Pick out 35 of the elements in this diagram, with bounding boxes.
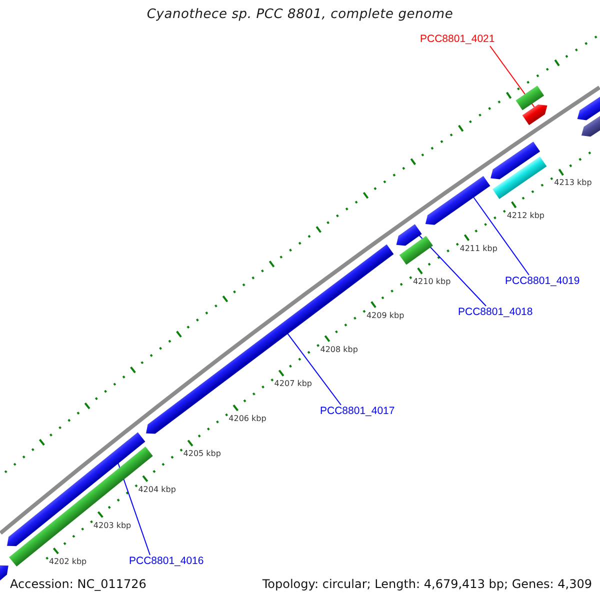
leader-line (118, 462, 150, 556)
gene-block (581, 116, 600, 137)
tick-label: 4204 kbp (138, 484, 176, 495)
tick-label: 4206 kbp (228, 414, 266, 424)
gene-block (490, 142, 540, 180)
tick-label: 4209 kbp (366, 310, 404, 321)
tick-label: 4207 kbp (274, 379, 312, 390)
gene-block (425, 176, 490, 225)
tick-label: 4203 kbp (93, 520, 132, 531)
diagram-title: Cyanothece sp. PCC 8801, complete genome (146, 6, 454, 24)
gene-label: PCC8801_4017 (320, 405, 395, 418)
tick-label: 4211 kbp (460, 244, 498, 254)
gene-label: PCC8801_4021 (420, 33, 495, 46)
genome-stats-text: Topology: circular; Length: 4,679,413 bp; Genes: 4,309 (262, 577, 592, 591)
leader-line (286, 332, 342, 406)
feature-bar (516, 86, 544, 110)
gene-label: PCC8801_4018 (458, 306, 533, 319)
leader-line (473, 196, 530, 276)
gene-block (0, 565, 8, 580)
gene-block (522, 104, 548, 126)
gene-label: PCC8801_4019 (505, 275, 580, 288)
tick-label: 4205 kbp (183, 449, 221, 460)
tick-label: 4212 kbp (506, 210, 545, 221)
leader-line (490, 46, 535, 108)
tick-label: 4213 kbp (554, 178, 592, 188)
gene-block (577, 96, 600, 120)
tick-label: 4202 kbp (48, 556, 87, 567)
tick-label: 4210 kbp (412, 276, 451, 287)
leader-line (418, 235, 486, 306)
feature-bar (399, 236, 433, 265)
gene-block (396, 224, 422, 246)
gene-label: PCC8801_4016 (129, 555, 204, 568)
tick-label: 4208 kbp (320, 344, 358, 355)
accession-text: Accession: NC_011726 (10, 577, 146, 591)
feature-bar (492, 156, 547, 199)
